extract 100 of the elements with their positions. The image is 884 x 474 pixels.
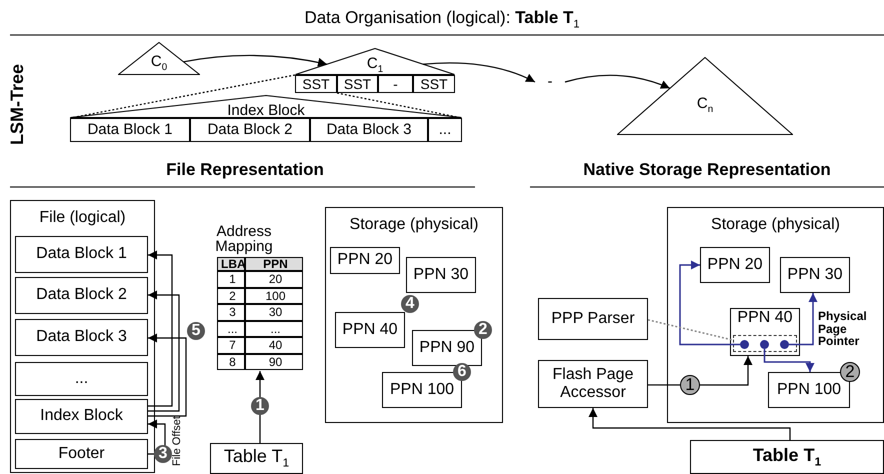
text-label: - [535,72,565,92]
node-label: Data Block 1 [86,121,174,139]
triangle-shape [617,57,793,135]
node-label: Flash Page Accessor [552,366,634,402]
table-cell: 30 [245,304,303,320]
node-label: - [392,76,399,92]
node-label: C$_{0}$ [150,54,168,73]
node-label: SST [342,76,372,92]
table-cell: ... [217,320,245,337]
block-box [730,308,800,356]
annotation-text: Physical Page Pointer [818,310,868,350]
pointer-dot [780,340,789,349]
block-cell [337,75,378,93]
block-box [538,298,648,340]
block-cell [413,75,455,93]
block-box [15,362,148,396]
arrow [148,250,173,407]
node-label: Data Block 3 [325,121,413,139]
block-box [335,312,405,348]
block-box [15,439,148,469]
node-label: Footer [57,444,106,464]
block-cell [310,118,428,142]
node-label: ... [438,121,452,139]
node-label: PPN 40 [341,320,399,340]
block-cell [70,118,190,142]
table-cell: PPN [245,257,303,271]
callout-number: 1 [251,397,269,415]
node-label: SST [419,76,449,92]
arrow [789,293,818,346]
arrow [564,74,670,89]
table-cell: 7 [217,337,245,354]
table-cell: 1 [217,271,245,288]
node-label: PPN 30 [412,266,470,284]
triangle-shape [295,48,455,75]
arrow [764,349,814,372]
block-box [15,236,148,273]
triangle-shape [70,95,462,118]
dotted-line [70,74,296,119]
triangle-shape [118,42,200,75]
block-box [15,399,148,434]
table-cell: 3 [217,304,245,320]
node-label: Table T$_{1}$ [222,446,290,471]
table-cell: 90 [245,354,303,370]
block-box [330,247,400,274]
pointer-dot [760,340,769,349]
node-label: C$_{1}$ [366,56,384,75]
group-title: File (logical) [39,209,126,226]
callout-number: 3 [154,445,172,463]
node-label: SST [301,76,331,92]
node-label: Index Block [39,407,124,426]
block-cell [295,75,337,93]
container-box [667,207,884,423]
block-box [406,257,476,293]
node-label: Index Block [227,103,305,118]
table-title: Address Mapping [214,224,274,254]
container-box [325,207,503,423]
group-title: Storage (physical) [350,216,478,233]
block-cell [378,75,413,93]
block-box [780,257,850,293]
node-label: Data Block 1 [35,245,128,264]
group-title: Storage (physical) [711,216,840,233]
node-label: Data Block 2 [206,121,294,139]
table-cell: 2 [217,288,245,304]
block-box [210,443,303,474]
block-box [690,440,884,474]
block-box [700,247,770,283]
node-label: PPN 20 [706,256,764,274]
annotation-text: File Offset [172,415,184,468]
diagram-title: Data Organisation (logical): Table T$_{1}$ [303,8,581,30]
block-box [538,360,648,408]
section-label: LSM-Tree [8,62,28,147]
section-heading: File Representation [165,160,325,181]
pointer-dot [740,340,749,349]
node-label: PPN 100 [388,380,456,400]
node-label: Table T$_{1}$ [752,444,822,470]
node-label: PPN 40 [736,309,794,328]
node-label: PPN 90 [418,338,476,358]
node-label: Data Block 2 [35,286,128,305]
block-cell [428,118,462,142]
node-label: PPN 30 [786,266,844,284]
table-cell: 20 [245,271,303,288]
dotted-line [648,319,734,341]
arrow [148,290,180,412]
dotted-line [336,92,462,119]
node-label: PPN 100 [776,380,842,400]
node-label: Data Block 3 [35,328,128,347]
table-cell: ... [245,320,303,337]
table-cell: 40 [245,337,303,354]
block-cell [190,118,310,142]
plain-box [733,335,797,352]
table-cell: LBA [217,257,245,271]
arrow [588,408,791,440]
table-cell: 100 [245,288,303,304]
container-box [10,200,155,473]
node-label: C$_{n}$ [696,96,714,115]
block-box [15,277,148,314]
node-label: PPP Parser [550,310,636,328]
arrow [648,356,752,386]
callout-number: 5 [187,322,205,340]
node-label: PPN 20 [336,251,394,270]
